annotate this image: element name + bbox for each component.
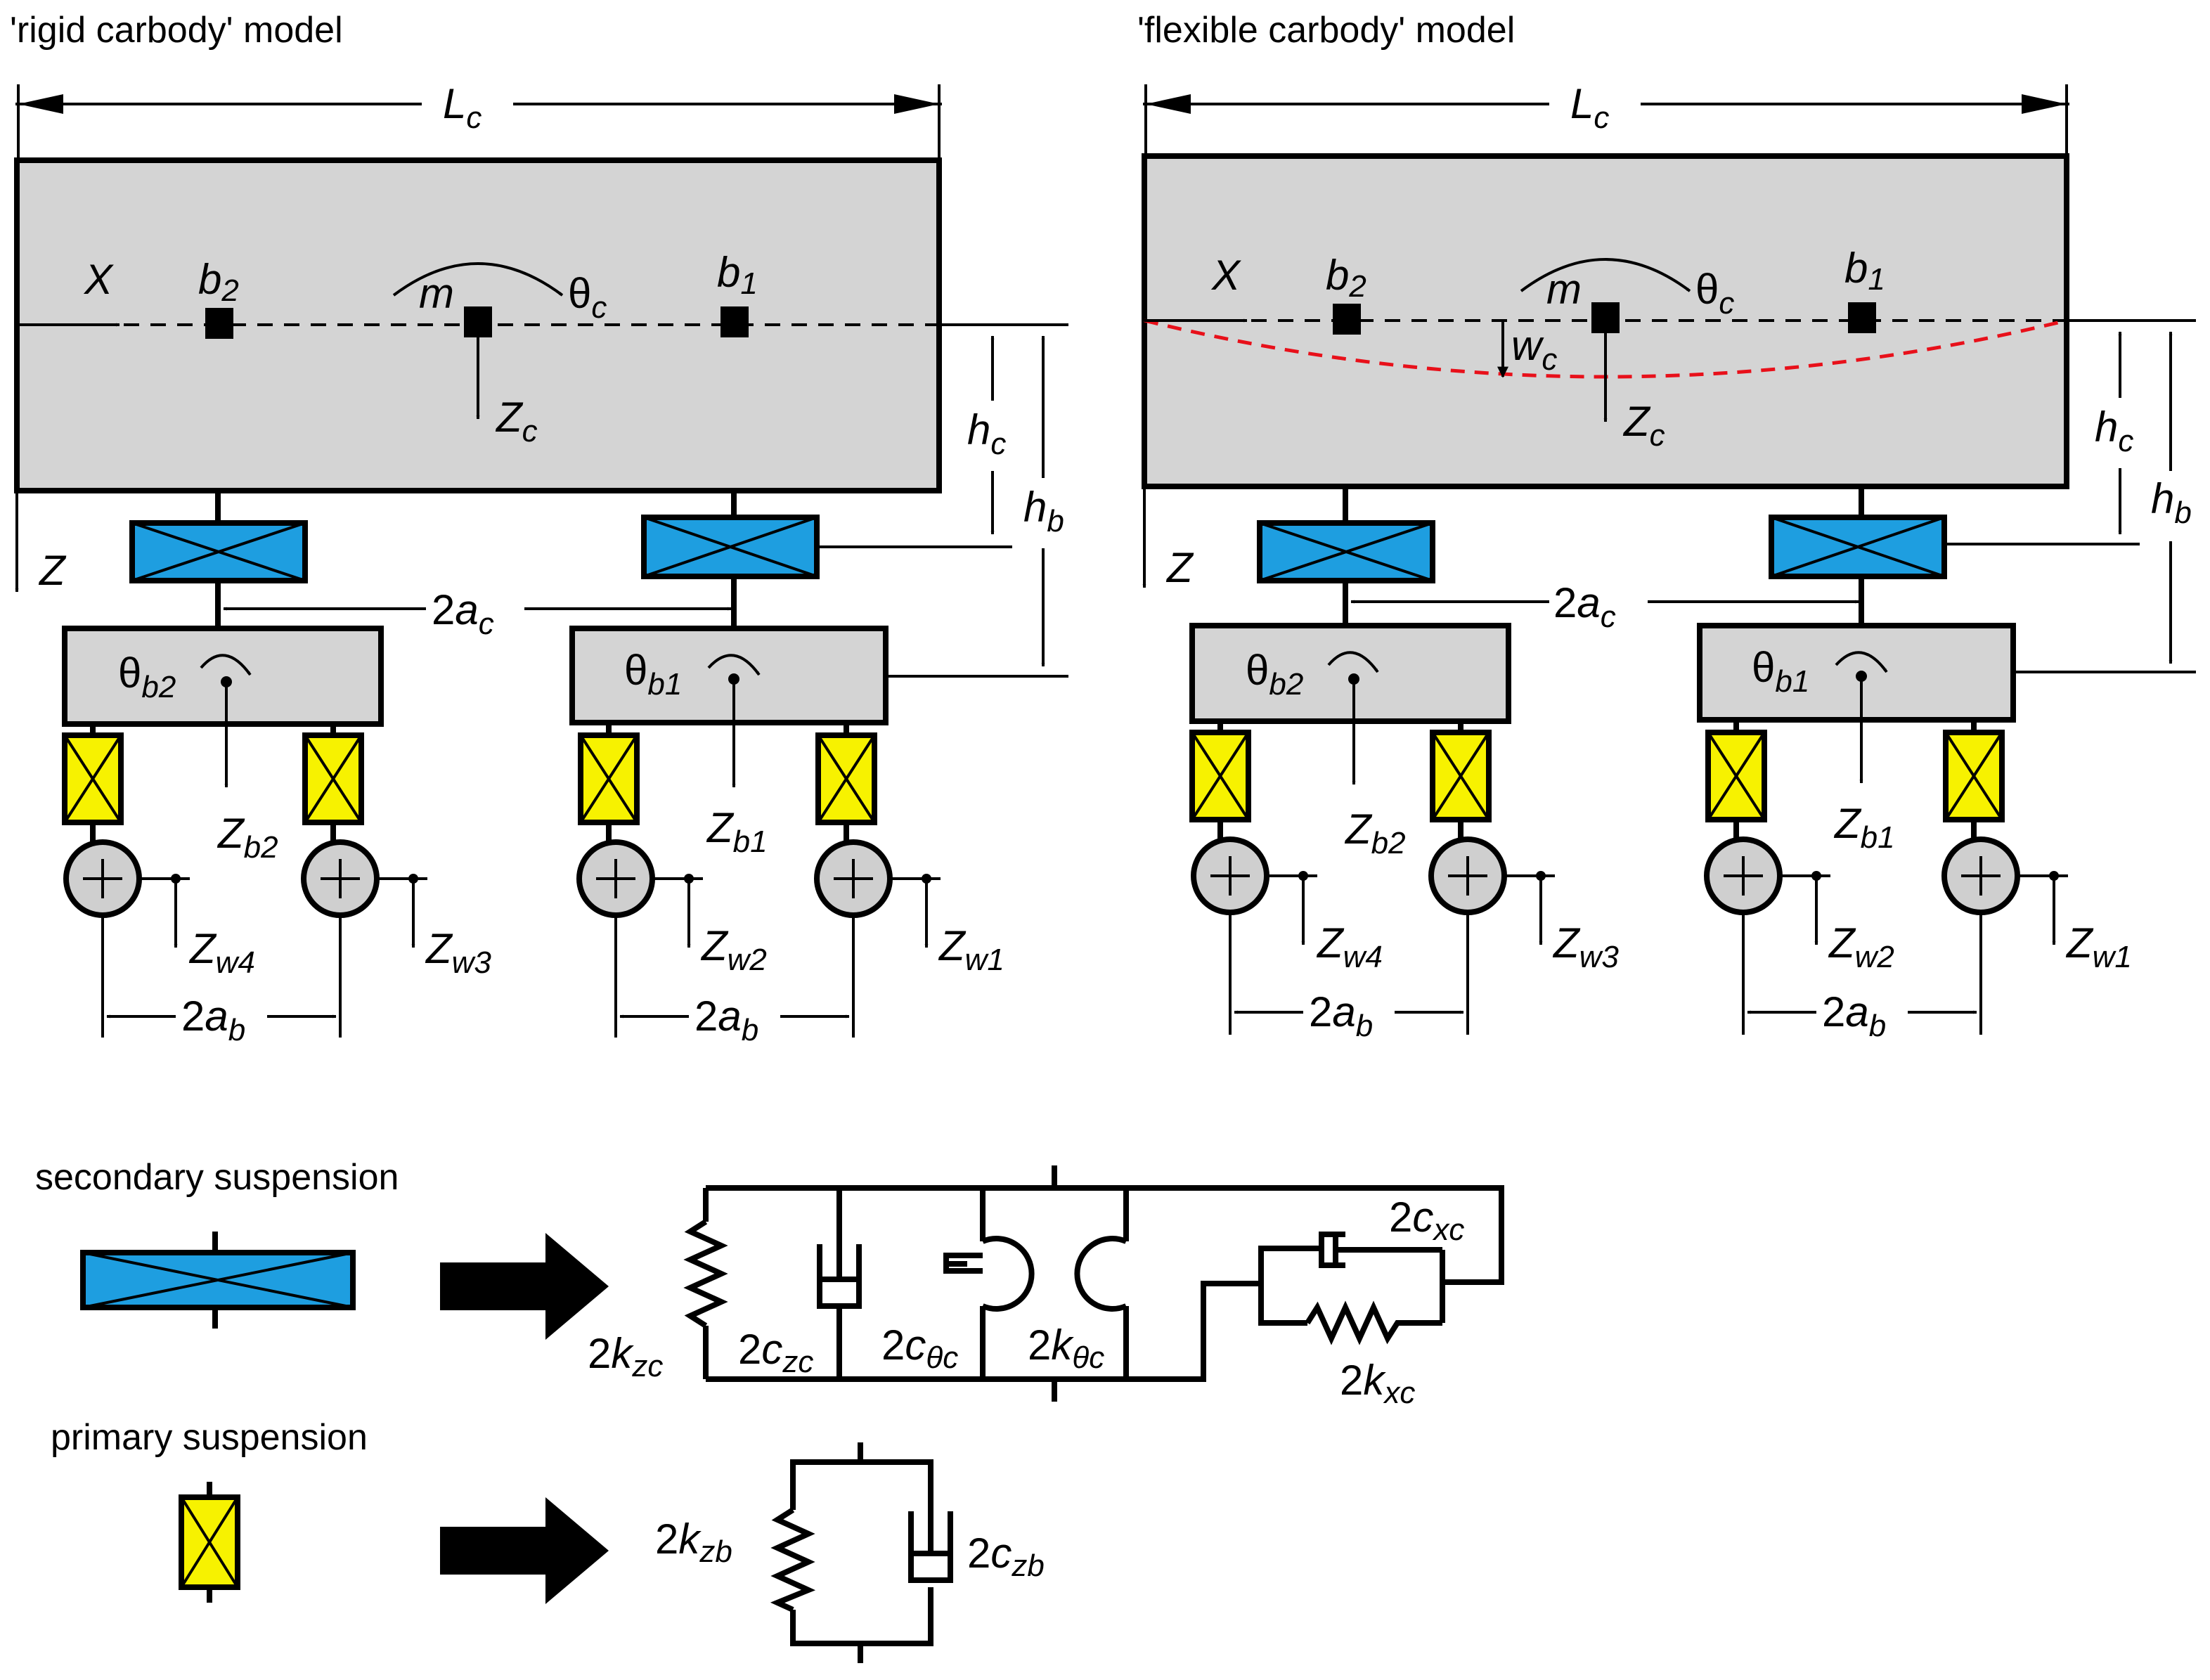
zw3-label: Zw3: [1552, 919, 1619, 974]
bogie-center-b2: [205, 308, 233, 339]
primary-suspension-w1: [815, 732, 877, 825]
axis-x-label: X: [1210, 252, 1241, 299]
bogie-rear: [62, 626, 384, 727]
secondary-suspension-rear: [129, 520, 308, 583]
secondary-suspension-rear: [1257, 520, 1435, 583]
primary-suspension-w2: [578, 732, 640, 825]
zw4-label: Zw4: [188, 925, 255, 980]
two-ab-label-front: 2ab: [694, 993, 758, 1047]
theta-b2-label: θb2: [1246, 647, 1303, 702]
zb2-label: Zb2: [217, 810, 278, 865]
hc-label: hc: [967, 406, 1006, 461]
label-b2: b2: [198, 256, 239, 308]
theta-b1-label: θb1: [1752, 644, 1809, 699]
spring-kxc: [1305, 1300, 1442, 1345]
secondary-suspension-title: secondary suspension: [35, 1157, 399, 1198]
spring-kzc: [683, 1219, 728, 1329]
label-2cthetac: 2cθc: [881, 1322, 958, 1375]
hc-label: hc: [2095, 403, 2133, 458]
spring-kzb: [770, 1507, 816, 1613]
pitch-arrow: [1520, 258, 1691, 292]
wheel-w2: [1704, 836, 1783, 915]
damper-czb: [908, 1511, 953, 1583]
label-2kzc: 2kzc: [588, 1330, 663, 1383]
secondary-suspension-legend: secondary suspension: [35, 1157, 1504, 1410]
length-label: Lc: [443, 80, 482, 135]
wheel-w4: [1191, 836, 1269, 915]
wheel-w1: [1941, 836, 2020, 915]
primary-suspension-legend: primary suspension 2kzb 2czb: [51, 1417, 1045, 1663]
wheel-w1: [814, 839, 893, 918]
primary-suspension-w4: [62, 732, 124, 825]
two-ac-label: 2ac: [432, 586, 494, 641]
rigid-carbody-model: 'rigid carbody' model Lc X b2 b1 m θc Zc…: [10, 10, 1075, 1047]
hb-label: hb: [1023, 484, 1064, 538]
theta-b1-label: θb1: [624, 647, 682, 702]
mass-label: m: [1546, 266, 1582, 313]
zb2-label: Zb2: [1344, 806, 1406, 860]
label-b1: b1: [1844, 245, 1885, 297]
wheel-w3: [1428, 836, 1507, 915]
bogie-center-b1: [720, 306, 749, 337]
zw3-label: Zw3: [425, 925, 491, 980]
zc-label: Zc: [495, 394, 538, 448]
zw2-label: Zw2: [1828, 919, 1894, 974]
label-2kzb: 2kzb: [655, 1516, 732, 1569]
theta-b2-label: θb2: [118, 650, 176, 704]
axis-z-label: Z: [38, 547, 67, 594]
zw2-label: Zw2: [700, 922, 767, 977]
axis-z-label: Z: [1165, 544, 1194, 591]
rot-damper-cthetac: [981, 1236, 1035, 1312]
axis-x-label: X: [83, 256, 114, 303]
zc-label: Zc: [1622, 398, 1665, 453]
two-ab-label-rear: 2ab: [181, 993, 245, 1047]
theta-c-label: θc: [1695, 266, 1734, 321]
label-2kxc: 2kxc: [1340, 1357, 1415, 1410]
label-b2: b2: [1326, 252, 1366, 304]
flexible-carbody-model: 'flexible carbody' model Lc X b2 b1 m θc…: [1137, 10, 2203, 1043]
model-title: 'flexible carbody' model: [1137, 10, 1515, 51]
secondary-suspension-front: [641, 515, 820, 579]
label-b1: b1: [717, 249, 758, 301]
zw1-label: Zw1: [938, 922, 1004, 977]
primary-suspension-title: primary suspension: [51, 1417, 368, 1458]
zb1-label: Zb1: [1833, 800, 1895, 855]
maps-to-arrow: [440, 1233, 609, 1340]
length-label: Lc: [1570, 80, 1609, 135]
two-ab-label-rear: 2ab: [1309, 988, 1373, 1043]
maps-to-arrow: [440, 1497, 609, 1604]
hb-label: hb: [2151, 475, 2192, 530]
wheel-w2: [576, 839, 655, 918]
two-ab-label-front: 2ab: [1822, 988, 1886, 1043]
two-ac-label: 2ac: [1553, 579, 1616, 634]
wc-label: wc: [1511, 322, 1557, 377]
bogie-center-b1: [1848, 302, 1876, 333]
secondary-suspension-front: [1769, 515, 1947, 579]
zw1-label: Zw1: [2065, 919, 2132, 974]
wheel-w3: [301, 839, 380, 918]
primary-suspension-w2: [1705, 730, 1767, 822]
pitch-arrow: [392, 262, 564, 297]
primary-suspension-w1: [1943, 730, 2005, 822]
bogie-front: [569, 626, 888, 725]
primary-suspension-w4: [1189, 730, 1251, 822]
zb1-label: Zb1: [706, 804, 768, 859]
bogie-center-b2: [1333, 304, 1361, 335]
mass-label: m: [419, 270, 454, 317]
rot-spring-kthetac: [1074, 1236, 1127, 1312]
theta-c-label: θc: [568, 270, 607, 325]
primary-suspension-w3: [1430, 730, 1492, 822]
primary-suspension-w3: [302, 732, 364, 825]
bogie-rear: [1189, 623, 1511, 724]
bogie-front: [1697, 623, 2016, 723]
label-2cxc: 2cxc: [1389, 1194, 1464, 1247]
model-title: 'rigid carbody' model: [10, 10, 343, 51]
label-2czb: 2czb: [967, 1530, 1045, 1583]
zw4-label: Zw4: [1316, 919, 1383, 974]
label-2czc: 2czc: [738, 1326, 813, 1379]
label-2kthetac: 2kθc: [1028, 1322, 1104, 1375]
wheel-w4: [63, 839, 142, 918]
